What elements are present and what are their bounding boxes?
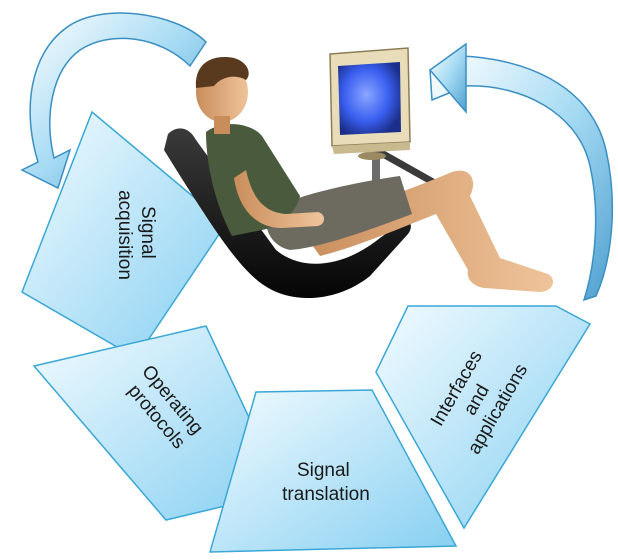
seated-person-icon (195, 57, 554, 292)
svg-text:Signal translation: Signal translation (282, 460, 370, 505)
svg-text:Signal acquisition: Signal acquisition (114, 190, 158, 280)
curved-arrow-right-icon (428, 42, 614, 302)
segment-label-line: Signal (297, 460, 350, 481)
reclining-chair-icon (164, 128, 411, 299)
curved-arrow-left-icon (20, 12, 207, 190)
segment-signal-acquisition: Signal acquisition (21, 110, 227, 360)
segment-label-line: acquisition (114, 190, 135, 280)
segment-operating-protocols: Operating protocols (32, 325, 286, 521)
segment-label-line: translation (282, 484, 370, 505)
monitor-icon (329, 47, 444, 190)
segment-signal-translation: Signal translation (208, 389, 458, 553)
segment-label-line: Signal (137, 206, 158, 259)
